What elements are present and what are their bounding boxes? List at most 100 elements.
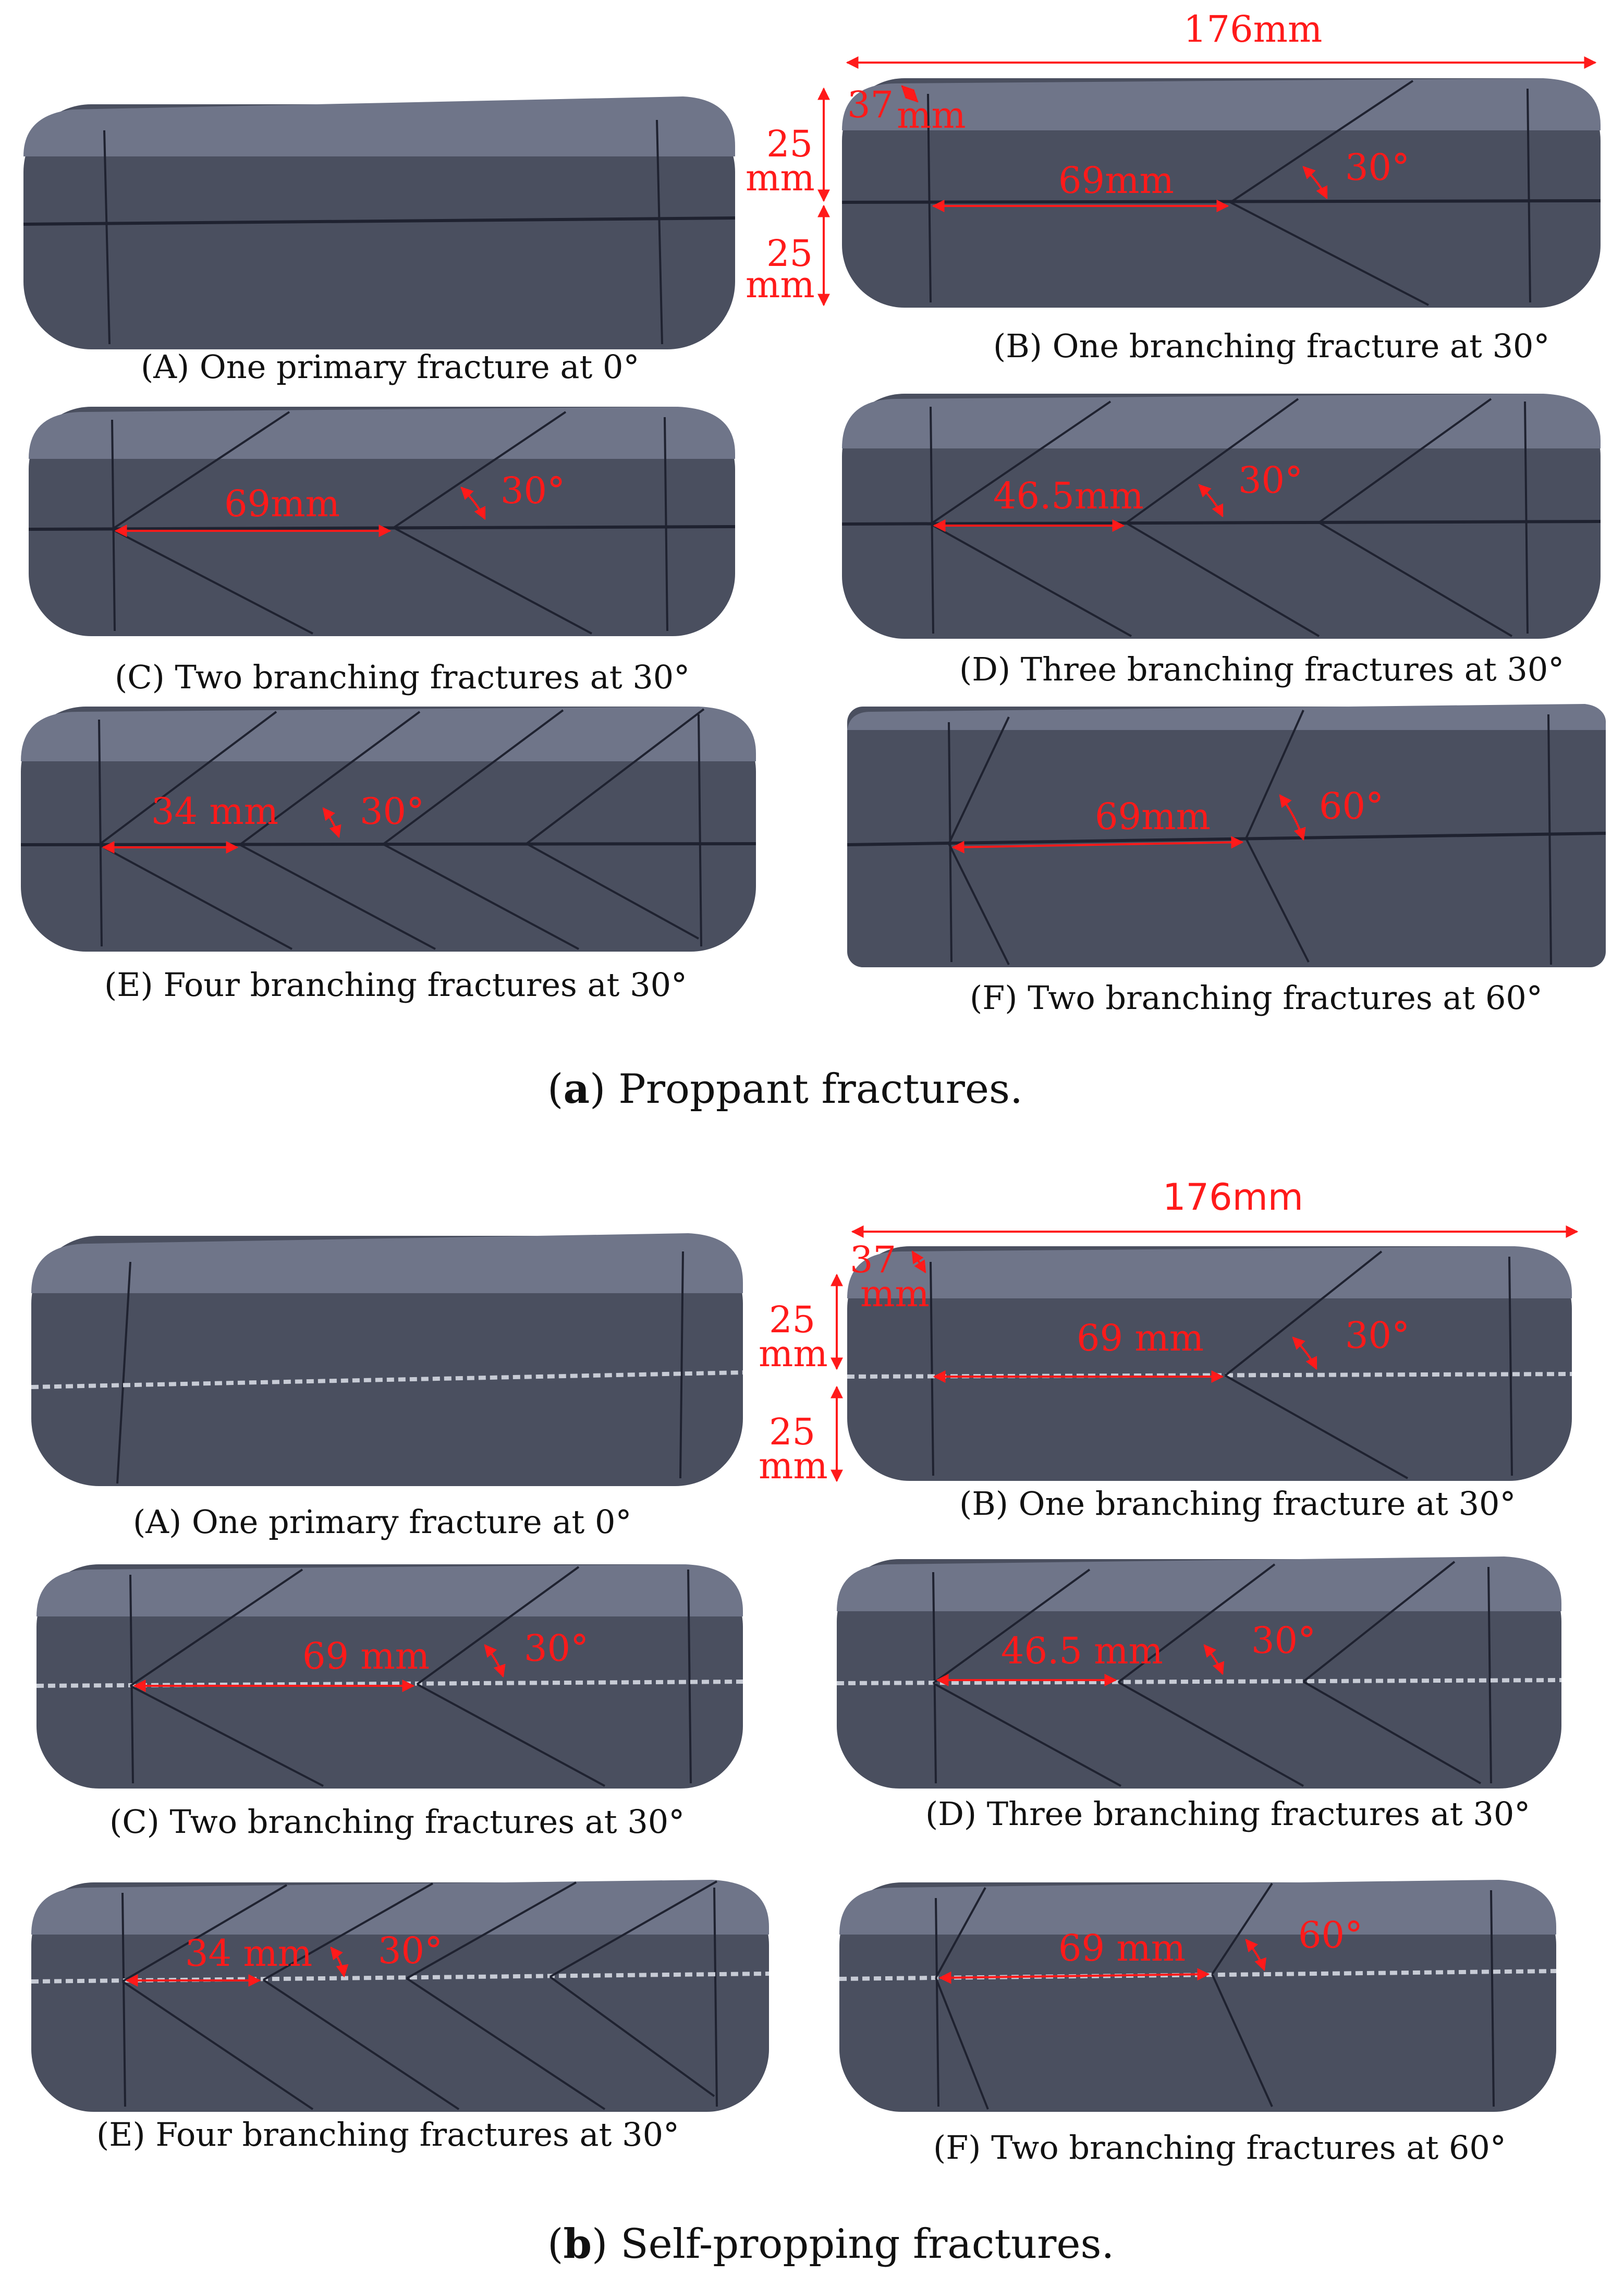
primary-fracture [20,842,756,846]
dimension-arrow-69 [951,836,1244,854]
angle-arrow [1302,166,1328,200]
section-caption-a: (a) Proppant fractures. [547,1065,1023,1113]
dimension-label-69: 69 mm [302,1635,430,1677]
rock-block [36,1564,743,1789]
angle-arrow [1203,1644,1225,1675]
dimension-label-37: 37 [847,83,894,126]
dimension-label-25-top: 25 [769,1298,815,1341]
dimension-label-37-unit: mm [897,94,966,137]
section-caption-b: (b) Self-propping fractures. [547,2220,1114,2268]
panel-caption: (A) One primary fracture at 0° [141,348,640,386]
angle-label: 30° [360,790,424,833]
angle-label: 30° [1251,1619,1316,1662]
proppant-panel-f: 69mm 60° (F) Two branching fractures at … [847,704,1606,1017]
angle-label: 30° [1238,459,1303,502]
dimension-label-69: 69mm [1058,159,1174,202]
angle-arrow [322,807,341,838]
panel-caption: (C) Two branching fractures at 30° [115,658,690,696]
self-propping-panel-f: 69 mm 60° (F) Two branching fractures at… [839,1880,1557,2167]
rock-block [839,1880,1556,2112]
branching-fracture [111,411,592,635]
rock-block [31,1233,743,1486]
angle-label: 60° [1319,785,1384,828]
angle-label: 30° [500,469,565,512]
dimension-label-46-5: 46.5 mm [1001,1630,1163,1672]
proppant-panel-d: 46.5mm 30° (D) Three branching fractures… [841,394,1601,688]
dimension-label-69: 69mm [224,482,340,525]
branching-fracture [1229,80,1429,306]
dimension-arrow-37 [901,85,919,103]
branching-fracture [948,710,1310,965]
branching-fracture [932,1561,1481,1787]
proppant-panel-b: 176mm 37 mm 25 mm 25 mm 69mm 30° (B) One… [746,8,1601,365]
dimension-label-37: 37 [850,1238,896,1281]
self-propping-panel-a: (A) One primary fracture at 0° [31,1233,743,1541]
dimension-label-69: 69 mm [1058,1927,1186,1969]
panel-caption: (C) Two branching fractures at 30° [109,1803,685,1841]
angle-label: 60° [1298,1914,1363,1956]
dimension-label-25-bottom: 25 [766,232,813,275]
angle-arrow [460,487,486,520]
primary-fracture [23,216,736,226]
panel-caption: (B) One branching fracture at 30° [993,327,1549,365]
angle-arrow [484,1644,506,1678]
panel-caption: (A) One primary fracture at 0° [133,1503,632,1541]
rock-block [842,78,1601,308]
dimension-label-25-top-unit: mm [746,156,815,199]
dimension-label-25-bottom-unit: mm [759,1444,828,1487]
self-propping-panel-e: 34 mm 30° (E) Four branching fractures a… [31,1880,770,2154]
dimension-label-25-bottom: 25 [769,1410,815,1453]
proppant-panel-c: 69mm 30° (C) Two branching fractures at … [28,407,736,696]
dimension-label-176: 176mm [1183,8,1322,51]
dimension-arrow-69 [938,1968,1210,1984]
self-propping-panel-c: 69 mm 30° (C) Two branching fractures at… [36,1564,743,1841]
dimension-label-25-top: 25 [766,123,813,165]
panel-caption: (D) Three branching fractures at 30° [925,1795,1530,1833]
dimension-label-34: 34 mm [185,1932,312,1975]
branching-fracture [935,1882,1273,2110]
branching-fracture [930,398,1513,637]
self-propping-panel-b: 176mm 37 mm 25 mm 25 mm 69 mm 30° (B) On… [759,1176,1579,1523]
dimension-label-34: 34 mm [151,790,278,833]
angle-label: 30° [1345,146,1410,189]
dimension-arrow-37 [911,1250,926,1274]
dimension-label-69: 69 mm [1077,1317,1204,1359]
rock-block [31,1880,769,2112]
rough-fracture [31,1370,743,1389]
angle-arrow [1245,1939,1267,1972]
angle-label: 30° [524,1627,589,1670]
dimension-label-69: 69mm [1095,795,1211,838]
branching-fracture [98,708,705,950]
angle-arrow [1292,1336,1317,1370]
panel-caption: (F) Two branching fractures at 60° [970,979,1543,1017]
proppant-panel-a: (A) One primary fracture at 0° [23,96,736,386]
panel-caption: (D) Three branching fractures at 30° [959,650,1564,688]
dimension-label-25-top-unit: mm [759,1332,828,1375]
branching-fracture [121,1880,717,2110]
panel-caption: (B) One branching fracture at 30° [959,1485,1516,1523]
dimension-label-25-bottom-unit: mm [746,263,815,306]
rock-block [842,394,1601,639]
branching-fracture [129,1566,605,1787]
branching-fracture [1224,1250,1408,1479]
proppant-panel-e: 34 mm 30° (E) Four branching fractures a… [20,707,756,1004]
panel-caption: (E) Four branching fractures at 30° [104,966,687,1004]
angle-arrow [1198,484,1224,518]
rock-block [837,1556,1561,1789]
angle-label: 30° [1345,1314,1410,1357]
angle-arrow [330,1947,349,1978]
rock-block [847,1246,1572,1481]
dimension-label-176: 176mm [1163,1176,1303,1219]
dimension-label-46-5: 46.5mm [993,475,1144,517]
rock-block [21,707,756,952]
panel-caption: (E) Four branching fractures at 30° [96,2115,679,2154]
self-propping-panel-d: 46.5 mm 30° (D) Three branching fracture… [836,1556,1562,1833]
rock-block [29,407,735,636]
primary-fracture [841,199,1601,204]
angle-arrow [1279,794,1306,841]
angle-label: 30° [378,1929,443,1972]
dimension-label-37-unit: mm [860,1272,930,1315]
rock-block [23,96,735,349]
rough-fracture [31,1972,770,1984]
